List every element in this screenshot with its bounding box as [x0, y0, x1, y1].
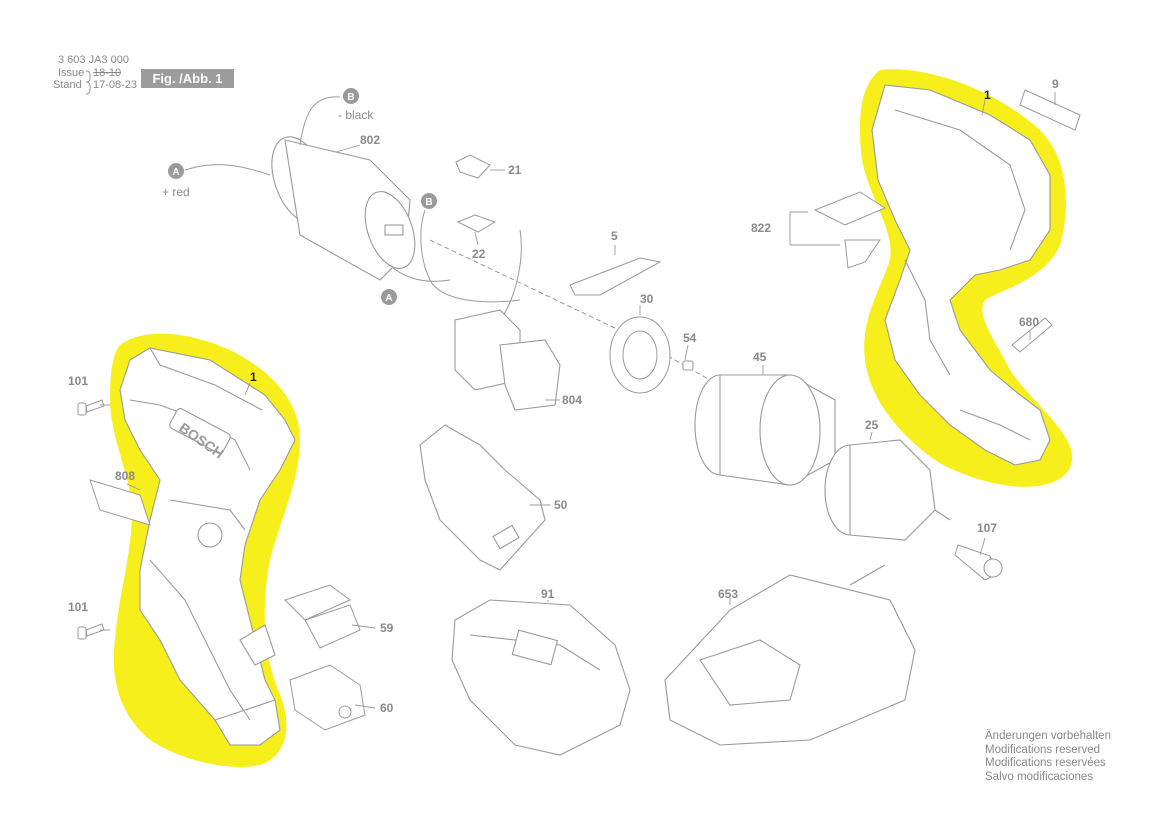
- modification-line: Modifications reserved: [985, 743, 1101, 756]
- part-label-1-left: 1: [250, 370, 257, 384]
- part-label-9: 9: [1052, 77, 1059, 91]
- modification-line: Modifications reservées: [985, 757, 1106, 769]
- part-label-101-bottom: 101: [68, 600, 88, 614]
- wire-b-black-marker: B: [343, 88, 359, 104]
- part-label-60: 60: [380, 701, 394, 715]
- svg-text:B: B: [425, 197, 432, 208]
- part-9-drawing: [1019, 89, 1081, 131]
- svg-text:A: A: [385, 293, 392, 304]
- motor-802-drawing: [271, 136, 416, 281]
- part-60-drawing: [289, 664, 366, 731]
- modification-line: Änderungen vorbehalten: [985, 730, 1111, 742]
- part-680-drawing: [1011, 317, 1053, 353]
- stand-label: Stand: [53, 79, 82, 91]
- part-label-107: 107: [977, 521, 997, 535]
- modifications-notice: Änderungen vorbehalten Modifications res…: [985, 730, 1111, 784]
- part-label-25: 25: [865, 418, 879, 432]
- part-54-drawing: [682, 360, 694, 371]
- part-30-drawing: [609, 316, 671, 394]
- figure-label: Fig. /Abb. 1: [141, 69, 234, 88]
- part-label-21: 21: [508, 163, 522, 177]
- right-housing-drawing: [871, 84, 1051, 466]
- part-label-30: 30: [640, 292, 654, 306]
- battery-91-drawing: [451, 599, 631, 756]
- part-21-drawing: [455, 154, 491, 179]
- part-label-5: 5: [611, 229, 618, 243]
- part-label-101-top: 101: [68, 374, 88, 388]
- left-housing-drawing: [119, 347, 296, 746]
- chuck-25-drawing: [824, 439, 951, 541]
- part-code: 3 603 JA3 000: [58, 54, 129, 66]
- wire-a-red-note: + red: [162, 185, 190, 199]
- issue-label: Issue: [58, 67, 85, 79]
- issue-value: 18-10: [93, 67, 122, 79]
- part-label-50: 50: [554, 498, 568, 512]
- part-label-822: 822: [751, 221, 771, 235]
- part-label-1-right: 1: [984, 88, 991, 102]
- part-label-22: 22: [472, 247, 486, 261]
- wire-a-marker: A: [381, 289, 397, 305]
- wire-b-black-note: - black: [338, 108, 374, 122]
- part-label-91: 91: [541, 587, 555, 601]
- wire-b-marker: B: [421, 193, 437, 209]
- part-label-802: 802: [360, 133, 380, 147]
- part-22-drawing: [456, 214, 497, 233]
- screw-107-drawing: [954, 544, 1003, 581]
- part-label-653: 653: [718, 587, 738, 601]
- gearbox-45-drawing: [694, 374, 836, 486]
- part-5-drawing: [569, 257, 662, 296]
- screw-101-bottom: [77, 623, 105, 640]
- part-label-804: 804: [562, 393, 582, 407]
- stand-value: 17-08-23: [93, 79, 138, 91]
- part-label-54: 54: [683, 331, 697, 345]
- charger-653-drawing: [664, 564, 916, 746]
- svg-text:B: B: [347, 92, 354, 103]
- part-label-45: 45: [753, 350, 767, 364]
- modification-line: Salvo modificaciones: [985, 770, 1094, 783]
- part-label-59: 59: [380, 621, 394, 635]
- part-label-680: 680: [1019, 315, 1039, 329]
- wire-a-red-marker: A: [168, 163, 184, 179]
- part-59-drawing: [284, 584, 361, 649]
- label-plate-808: [89, 479, 151, 526]
- svg-text:A: A: [172, 167, 179, 178]
- switch-804-drawing: [454, 309, 561, 411]
- part-label-808: 808: [115, 469, 135, 483]
- screw-101-top: [77, 399, 105, 416]
- part-822-drawing: [813, 191, 887, 269]
- pcb-50-drawing: [419, 424, 546, 571]
